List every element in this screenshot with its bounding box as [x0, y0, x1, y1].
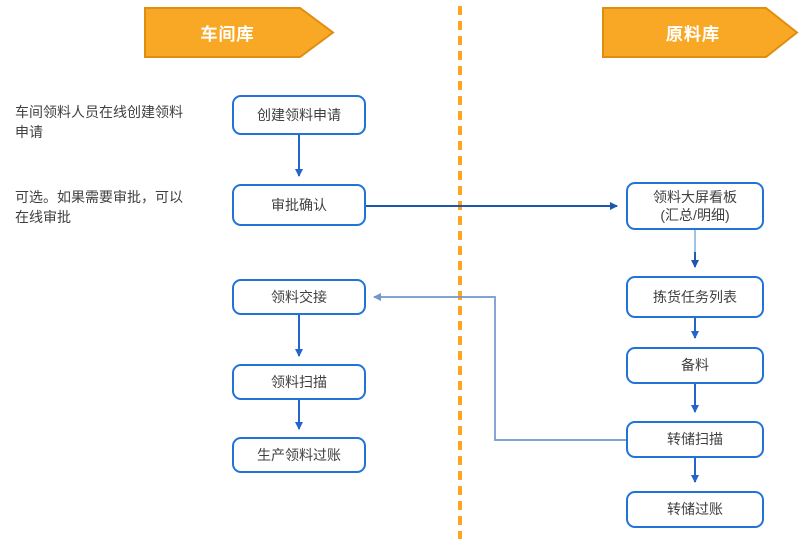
node-label: 审批确认: [271, 196, 327, 213]
workshop-lane-banner-shape: [144, 7, 335, 58]
node-label: 转储过账: [667, 501, 723, 518]
node-picking-task-list: 拣货任务列表: [626, 276, 764, 318]
annotation-optional-approval: 可选。如果需要审批，可以在线审批: [15, 189, 183, 226]
node-production-material-posting: 生产领料过账: [232, 437, 366, 473]
node-material-preparation: 备料: [626, 347, 764, 384]
edge-transferscan-to-handover: [373, 293, 626, 441]
annotation-create-request: 车间领料人员在线创建领料申请: [15, 104, 183, 141]
node-transfer-scan: 转储扫描: [626, 421, 764, 458]
node-label: 领料交接: [271, 288, 327, 305]
node-sublabel: (汇总/明细): [660, 207, 730, 223]
node-label: 备料: [681, 357, 709, 374]
node-label: 拣货任务列表: [653, 288, 737, 305]
node-material-scan: 领料扫描: [232, 364, 366, 400]
node-create-material-request: 创建领料申请: [232, 95, 366, 135]
node-label: 创建领料申请: [257, 106, 341, 123]
node-label: 生产领料过账: [257, 446, 341, 463]
node-material-handover: 领料交接: [232, 279, 366, 315]
raw-material-lane-banner-shape: [602, 7, 799, 58]
node-transfer-posting: 转储过账: [626, 491, 764, 528]
node-material-dashboard: 领料大屏看板 (汇总/明细): [626, 182, 764, 230]
node-label: 领料大屏看板: [653, 188, 737, 205]
node-approval-confirm: 审批确认: [232, 184, 366, 226]
node-label: 领料扫描: [271, 373, 327, 390]
node-label: 转储扫描: [667, 431, 723, 448]
